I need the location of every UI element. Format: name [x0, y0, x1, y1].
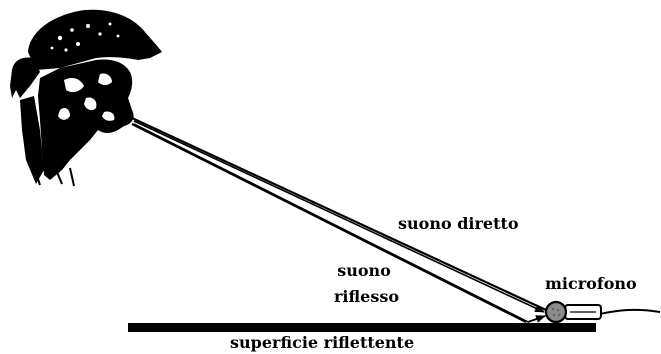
reflected-sound-label: suono riflesso	[334, 258, 400, 310]
microphone-cable	[599, 308, 661, 315]
microphone-head	[544, 300, 568, 324]
direct-sound-ray	[133, 120, 545, 313]
ray-outline-bottom	[131, 123, 527, 323]
microphone-label: microfono	[545, 274, 637, 293]
hair-shape	[10, 57, 40, 98]
reflected-sound-incident-ray	[133, 123, 529, 323]
cap-speckles	[50, 22, 120, 52]
neck-shape	[20, 96, 44, 184]
face-highlights	[58, 73, 115, 121]
collar-lines	[27, 149, 75, 187]
sound-rays	[131, 117, 547, 323]
reflected-sound-bounce-ray	[527, 315, 546, 323]
ray-outline-top	[131, 117, 547, 311]
cap-shape	[28, 9, 162, 71]
surface-label: superficie riflettente	[230, 333, 415, 352]
reflected-sound-label-line2: riflesso	[334, 287, 400, 306]
microphone-icon	[544, 300, 661, 324]
reflective-surface	[128, 323, 596, 332]
speaker-head-icon	[10, 9, 162, 187]
face-shape	[38, 59, 134, 180]
direct-sound-label: suono diretto	[398, 214, 519, 233]
reflected-sound-label-line1: suono	[337, 261, 391, 280]
